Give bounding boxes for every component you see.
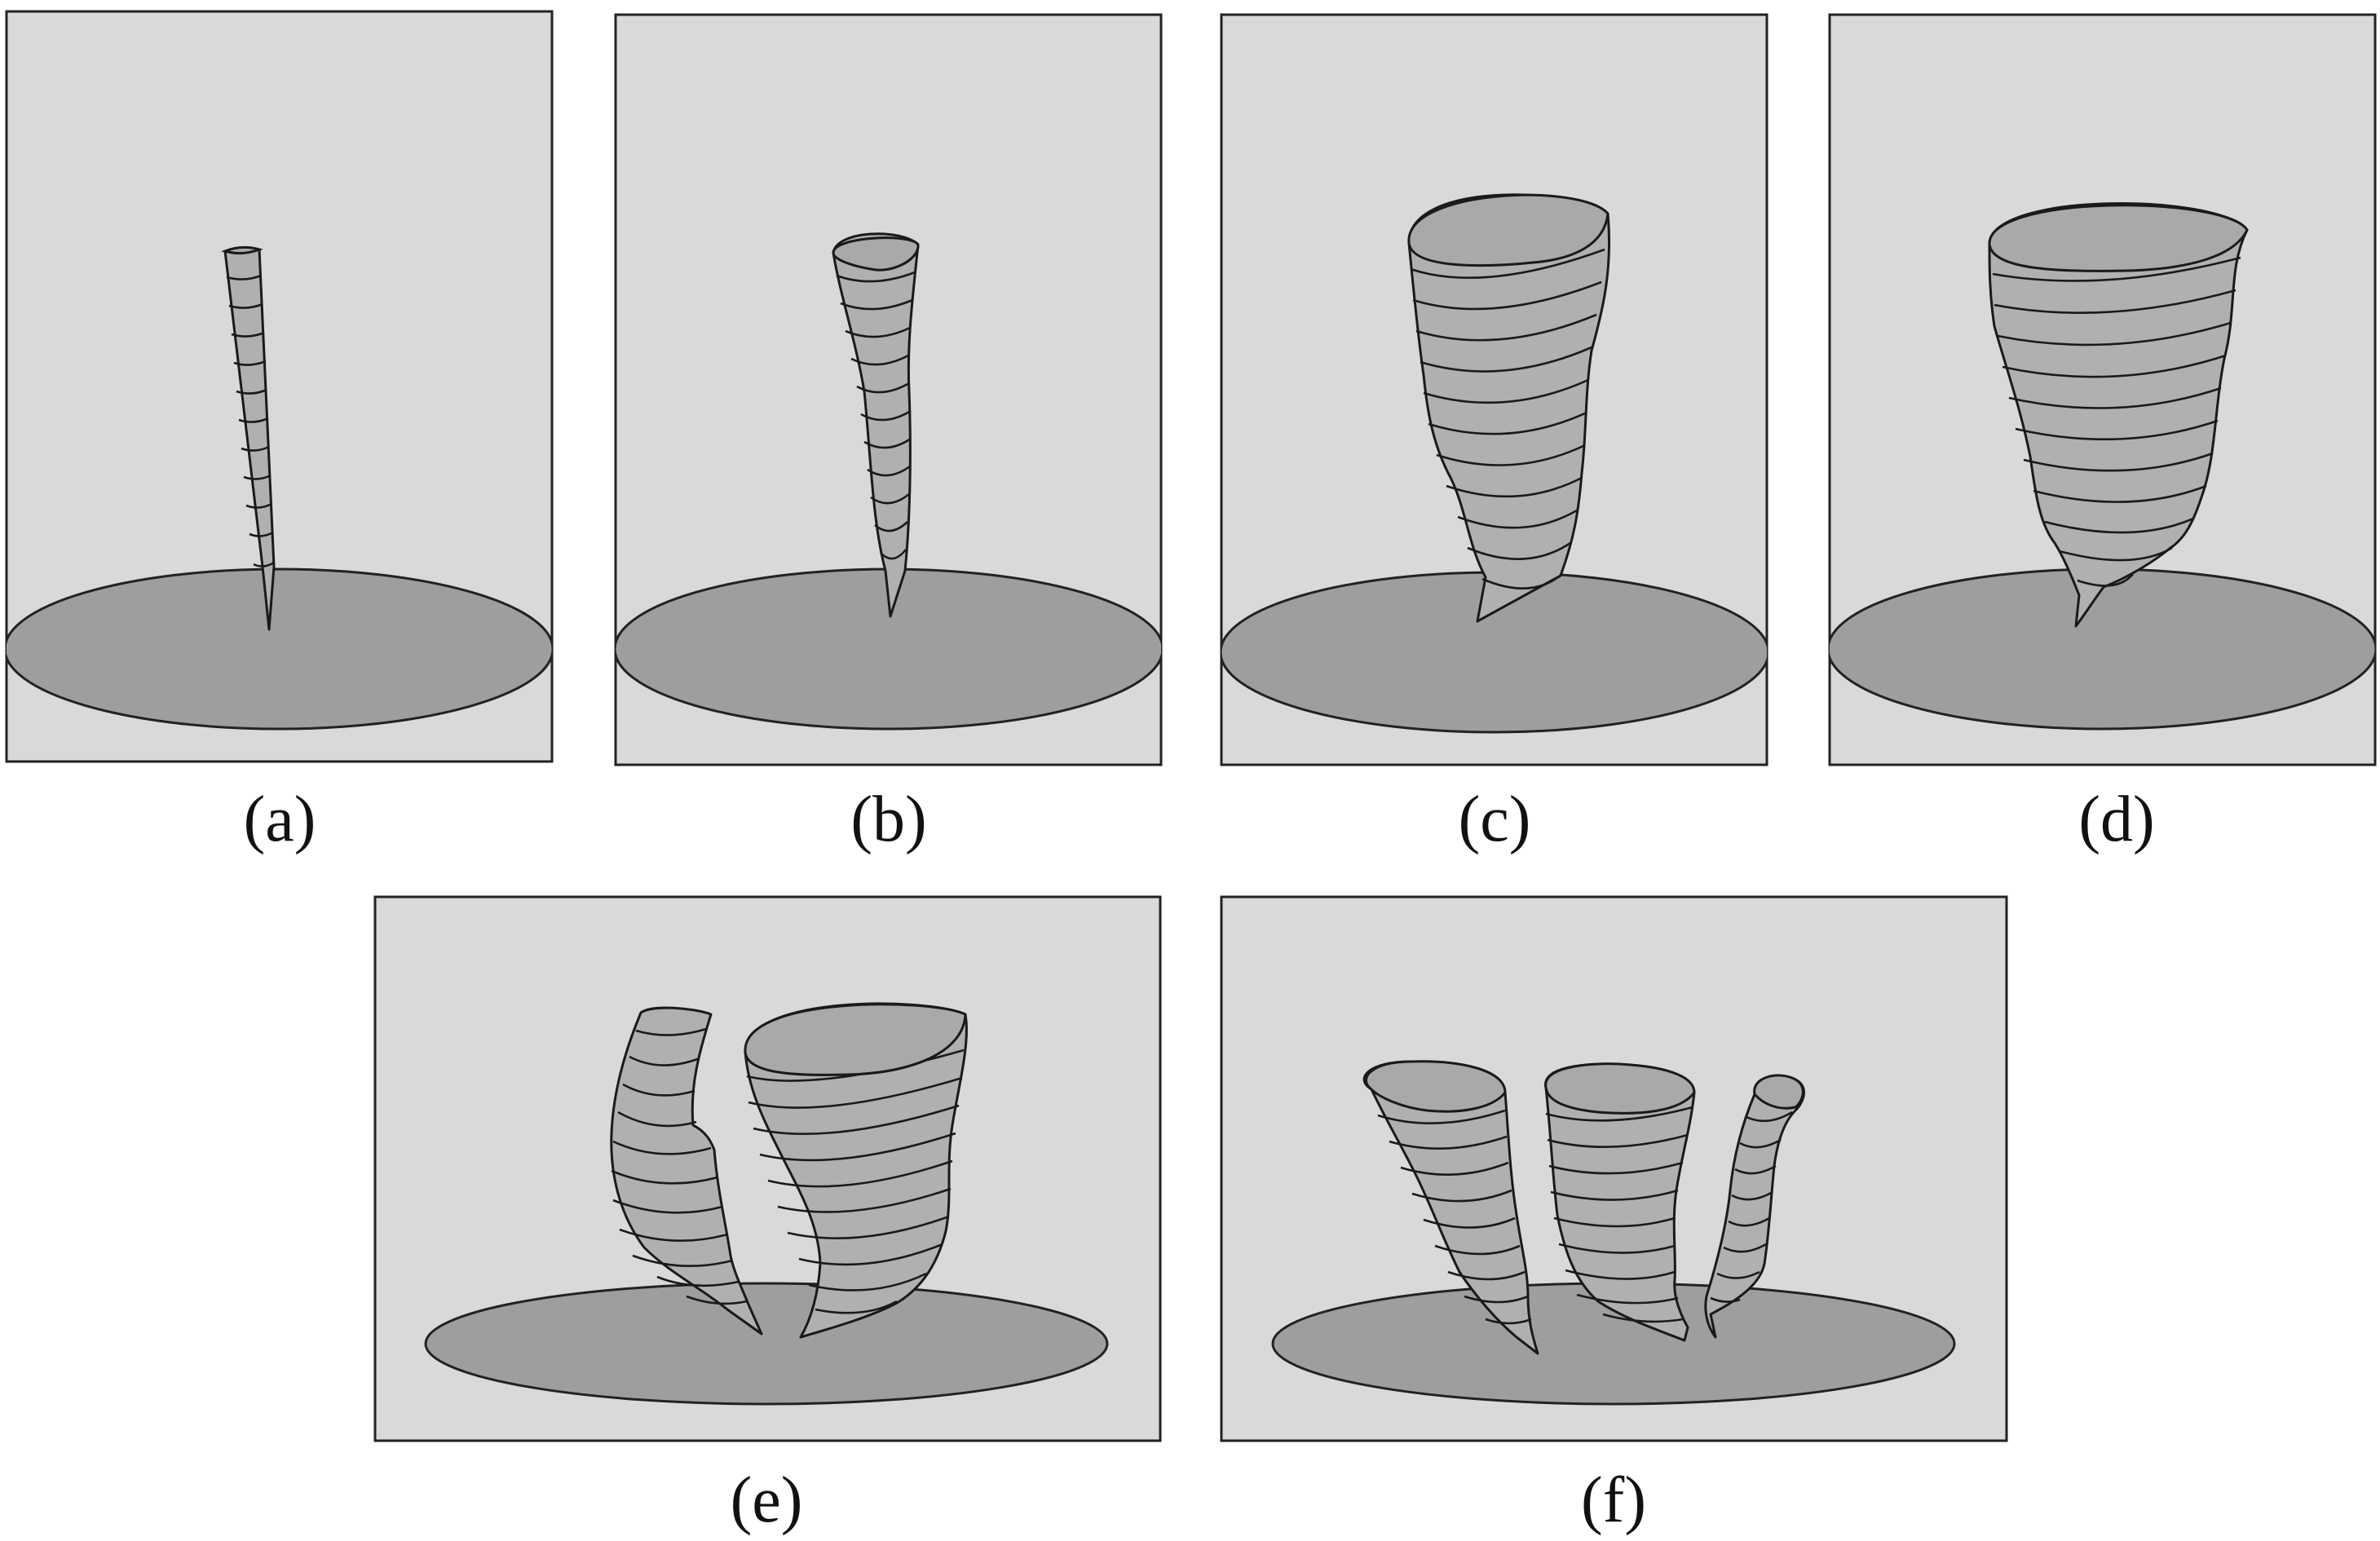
panel-e-ground-disk xyxy=(424,1282,1109,1406)
panel-c xyxy=(1220,13,1768,766)
caption-b: (b) xyxy=(850,784,926,855)
panel-b-vortex xyxy=(832,232,920,618)
panel-d xyxy=(1828,13,2377,766)
caption-e: (e) xyxy=(731,1464,803,1536)
panel-b xyxy=(614,13,1163,766)
panel-c-vortex xyxy=(1407,193,1611,623)
panel-a-ground-disk xyxy=(7,567,552,731)
panel-f xyxy=(1220,895,2008,1442)
panel-f-vortex-middle xyxy=(1544,1062,1696,1342)
panel-f-vortex-left xyxy=(1362,1060,1539,1355)
panel-d-ground-disk xyxy=(1830,567,2375,731)
caption-f: (f) xyxy=(1581,1464,1646,1536)
panel-e-vortex-left xyxy=(610,1006,763,1336)
caption-c: (c) xyxy=(1459,784,1531,855)
caption-a: (a) xyxy=(244,784,316,855)
panel-e xyxy=(373,895,1162,1442)
panel-f-vortex-right xyxy=(1704,1074,1805,1339)
panel-d-vortex xyxy=(1988,202,2249,628)
panel-a xyxy=(5,10,554,763)
panel-a-vortex xyxy=(221,245,276,631)
caption-d: (d) xyxy=(2078,784,2154,855)
panel-e-vortex-right xyxy=(744,1002,968,1339)
